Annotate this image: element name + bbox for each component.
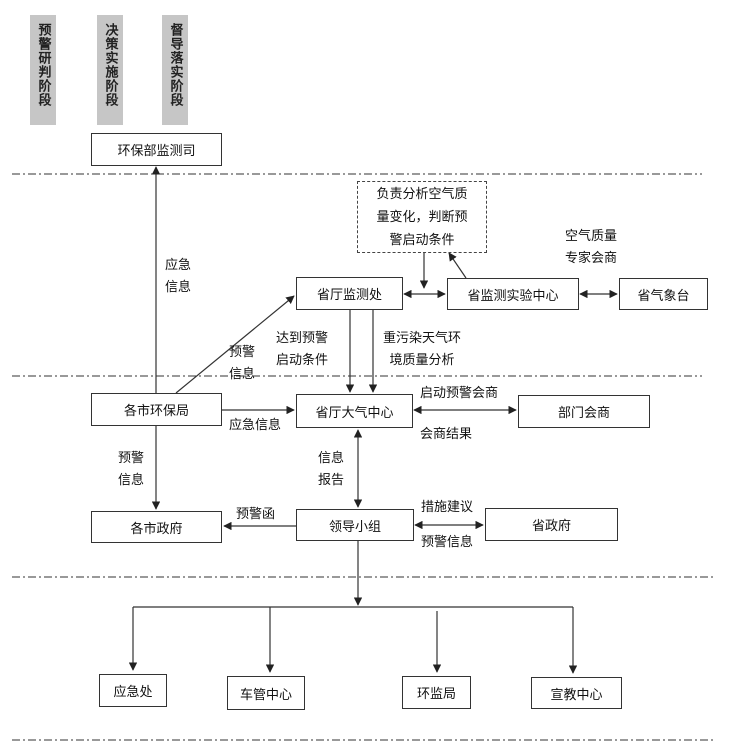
label-line: 预警 xyxy=(118,451,145,466)
label-info-report: 信息 报告 xyxy=(318,448,344,492)
label-start-consult: 启动预警会商 xyxy=(420,386,499,401)
note-assessment-responsibility: 负责分析空气质 量变化，判断预 警启动条件 xyxy=(357,181,487,253)
arrow-lab-to-note xyxy=(448,252,467,279)
node-prov-monitor-office[interactable]: 省厅监测处 xyxy=(296,277,403,310)
stage-warning-assessment: 预警研判阶段 xyxy=(30,15,56,125)
note-line: 警启动条件 xyxy=(389,233,455,248)
node-prov-gov[interactable]: 省政府 xyxy=(485,508,618,541)
label-line: 信息 xyxy=(229,367,256,382)
stage-decision-implementation: 决策实施阶段 xyxy=(97,15,123,125)
stage-label: 决策实施阶段 xyxy=(102,23,118,107)
node-ministry[interactable]: 环保部监测司 xyxy=(91,133,222,166)
label-consult-result: 会商结果 xyxy=(420,427,473,442)
label-warning-letter: 预警函 xyxy=(236,507,276,522)
label-line: 重污染天气环 xyxy=(383,331,462,346)
label-line: 应急 xyxy=(165,258,192,273)
label-line: 启动条件 xyxy=(276,353,329,368)
stage-label: 督导落实阶段 xyxy=(167,23,183,107)
label-line: 预警 xyxy=(229,345,256,360)
label-reach-warning: 达到预警 启动条件 xyxy=(276,328,328,372)
note-line: 负责分析空气质 xyxy=(376,187,468,202)
label-line: 空气质量 xyxy=(565,229,618,244)
stage-supervision: 督导落实阶段 xyxy=(162,15,188,125)
label-emergency-info-right: 应急信息 xyxy=(229,418,282,433)
node-prov-lab-center[interactable]: 省监测实验中心 xyxy=(447,278,579,310)
label-measures: 措施建议 xyxy=(421,500,474,515)
node-env-bureau[interactable]: 环监局 xyxy=(402,676,471,709)
stage-label: 预警研判阶段 xyxy=(35,23,51,107)
label-line: 报告 xyxy=(318,473,345,488)
node-vehicle-center[interactable]: 车管中心 xyxy=(227,676,305,710)
label-line: 专家会商 xyxy=(565,251,618,266)
node-prov-meteo[interactable]: 省气象台 xyxy=(619,278,708,310)
note-line: 量变化，判断预 xyxy=(376,210,468,225)
node-city-epb[interactable]: 各市环保局 xyxy=(91,393,222,426)
node-dept-consult[interactable]: 部门会商 xyxy=(518,395,650,428)
label-line: 信息 xyxy=(165,280,192,295)
label-emergency-info-up: 应急 信息 xyxy=(165,255,191,299)
label-warning-info-diag: 预警 信息 xyxy=(229,342,255,386)
node-city-gov[interactable]: 各市政府 xyxy=(91,511,222,543)
label-warning-info-gov: 预警信息 xyxy=(421,535,474,550)
arrow-city-to-monitor-office xyxy=(175,295,295,394)
label-expert-consult: 空气质量 专家会商 xyxy=(565,226,617,270)
label-warning-info-down: 预警 信息 xyxy=(118,448,144,492)
label-line: 信息 xyxy=(118,473,145,488)
label-line: 达到预警 xyxy=(276,331,329,346)
node-publicity-center[interactable]: 宣教中心 xyxy=(531,677,622,709)
label-line: 境质量分析 xyxy=(389,353,455,368)
node-leading-group[interactable]: 领导小组 xyxy=(296,509,414,541)
node-prov-air-center[interactable]: 省厅大气中心 xyxy=(296,394,413,428)
label-heavy-pollution: 重污染天气环 境质量分析 xyxy=(383,328,461,372)
node-emergency-office[interactable]: 应急处 xyxy=(99,674,167,707)
label-line: 信息 xyxy=(318,451,345,466)
